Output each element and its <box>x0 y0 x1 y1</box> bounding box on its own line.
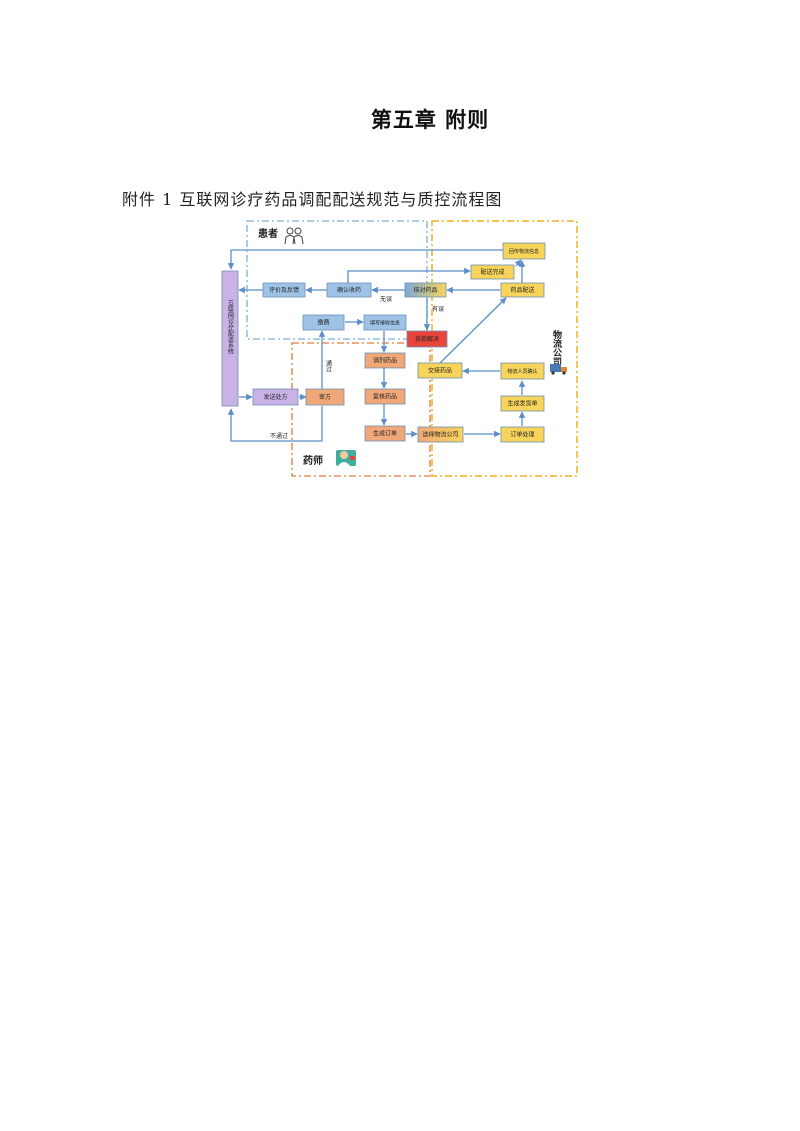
flow-arrows <box>227 249 526 442</box>
node-feedback-label: 评价及反馈 <box>269 286 299 294</box>
node-delivery-done-label: 配送完成 <box>480 268 504 276</box>
pharmacist-zone <box>291 342 431 477</box>
node-check-drugs <box>404 282 447 298</box>
node-choose-logistics-label: 选择物流公司 <box>422 431 458 439</box>
node-order-process <box>500 426 545 443</box>
edge-label-has-error: 有误 <box>432 305 444 313</box>
node-gen-waybill <box>500 395 545 412</box>
node-send-rx-label: 发送处方 <box>263 393 287 401</box>
node-confirm-receipt <box>326 282 372 298</box>
people-icon <box>284 227 304 245</box>
node-fill-address-label: 填写接收信息 <box>370 320 400 327</box>
patient-zone-label: 患者 <box>258 227 278 240</box>
node-gen-waybill-label: 生成发货单 <box>507 400 537 408</box>
logistics-zone-label: 物流公司 <box>551 329 562 367</box>
node-recheck-label: 复核药品 <box>373 393 397 401</box>
node-feedback <box>262 282 306 298</box>
node-review-rx-label: 审方 <box>319 393 331 401</box>
node-handover-label: 交接药品 <box>428 367 452 375</box>
node-confirm-receipt-label: 确认收药 <box>337 286 361 294</box>
attachment-title: 附件 1 互联网诊疗药品调配配送规范与质控流程图 <box>122 190 503 209</box>
node-drug-delivery-label: 药品配送 <box>510 286 534 294</box>
node-resolve-label: 协商解决 <box>415 335 439 343</box>
truck-icon <box>550 364 567 375</box>
node-system-label: 互联网诊疗配送系统 <box>227 300 234 355</box>
chapter-title: 第五章 附则 <box>370 108 490 132</box>
edge-label-no-error: 无误 <box>380 295 392 303</box>
node-handover <box>417 362 463 379</box>
node-fill-address <box>363 314 407 331</box>
pharmacist-icon <box>336 450 356 466</box>
node-recheck <box>364 388 406 405</box>
node-choose-logistics <box>417 426 464 443</box>
node-drug-delivery <box>500 282 545 298</box>
node-payment <box>302 314 345 331</box>
node-dispense <box>364 352 406 369</box>
node-gen-order <box>364 425 406 442</box>
node-order-process-label: 订单处理 <box>510 431 534 439</box>
node-courier-confirm <box>500 362 545 380</box>
logistics-zone <box>431 220 578 477</box>
node-resolve <box>406 330 448 348</box>
node-return-info <box>502 242 546 260</box>
pharmacist-zone-label: 药师 <box>303 454 323 467</box>
node-delivery-done <box>470 264 515 280</box>
edge-label-pass: 通过 <box>325 359 332 373</box>
node-send-rx <box>252 388 299 406</box>
node-check-drugs-label: 核对药品 <box>413 286 437 294</box>
node-system <box>221 270 239 407</box>
node-gen-order-label: 生成订单 <box>373 430 397 438</box>
node-return-info-label: 回传物流信息 <box>509 248 539 255</box>
node-review-rx <box>305 388 345 406</box>
node-courier-confirm-label: 物流人员确认 <box>507 368 537 375</box>
node-dispense-label: 调剂药品 <box>373 357 397 365</box>
node-payment-label: 缴费 <box>317 319 329 327</box>
patient-zone <box>246 220 428 340</box>
edge-label-fail: 不通过 <box>270 432 288 440</box>
